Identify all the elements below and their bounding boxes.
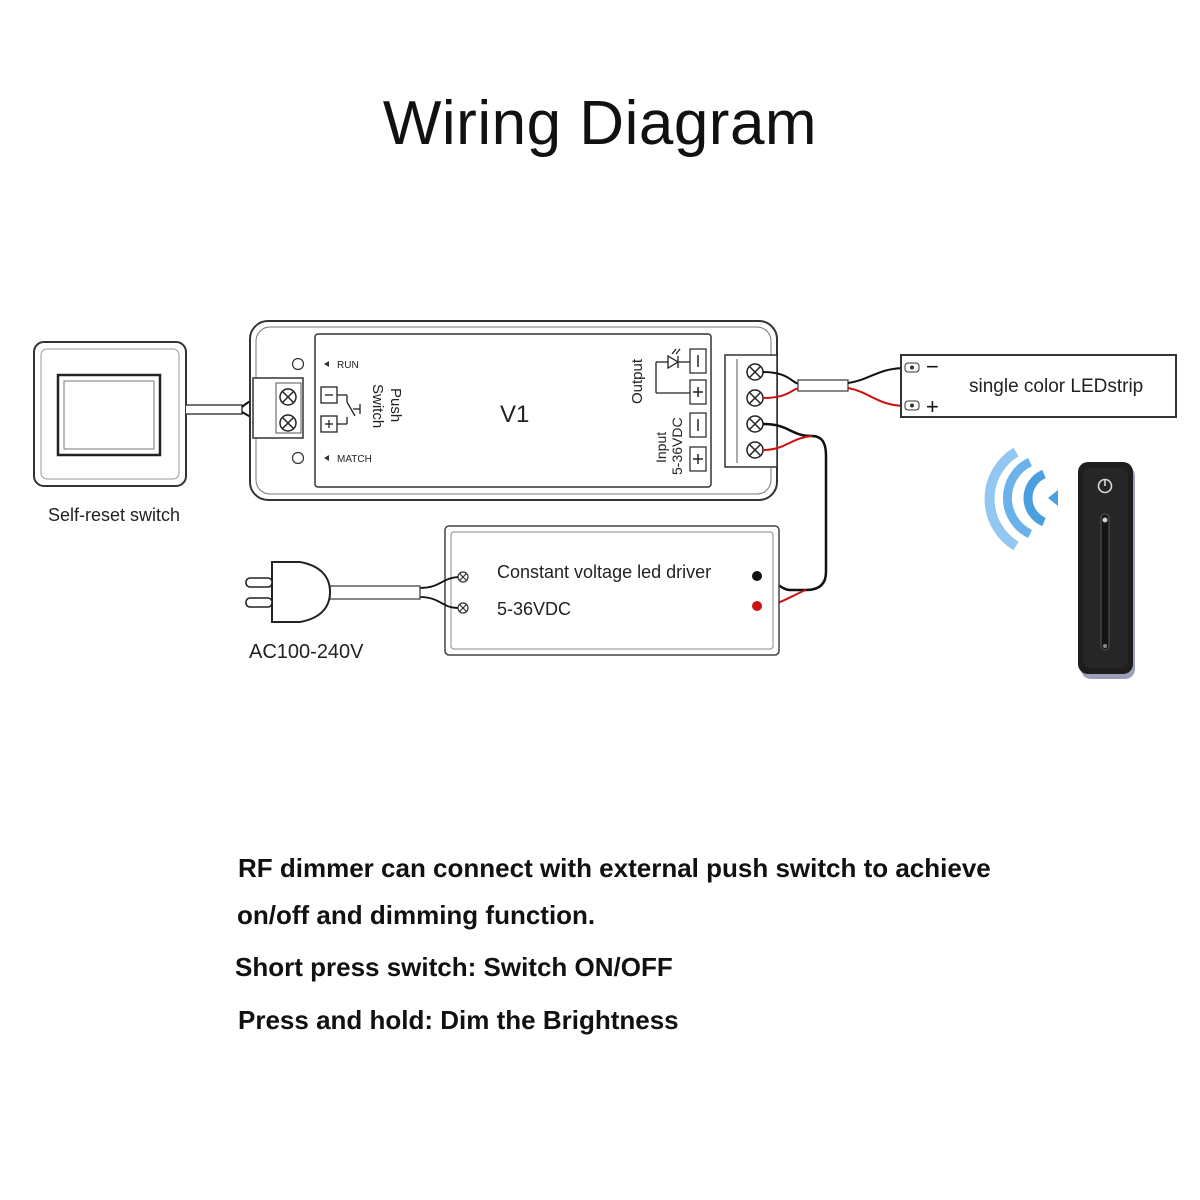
driver-positive-terminal-icon: [752, 601, 762, 611]
controller-name: V1: [500, 401, 529, 428]
note-line-1: RF dimmer can connect with external push…: [238, 853, 991, 883]
driver-negative-terminal-icon: [752, 571, 762, 581]
rf-signal-icon: [984, 447, 1058, 551]
driver-voltage: 5-36VDC: [497, 599, 571, 619]
led-strip: [900, 354, 1177, 418]
driver-input-terminal-icon: [457, 602, 469, 614]
terminal-screw-icon: [746, 441, 764, 459]
dimmer-slider-track: [1100, 513, 1110, 651]
input-label: Input: [653, 432, 669, 463]
led-strip-label: single color LEDstrip: [969, 376, 1143, 397]
push-label: Push: [387, 388, 404, 422]
strip-minus-label: −: [926, 354, 939, 379]
self-reset-switch: [33, 341, 187, 487]
terminal-screw-icon: [746, 389, 764, 407]
output-cable: [762, 367, 907, 407]
terminal-screw-icon: [746, 363, 764, 381]
terminal-screw-icon: [746, 415, 764, 433]
driver-name: Constant voltage led driver: [497, 562, 711, 582]
match-label: MATCH: [337, 454, 372, 465]
match-indicator-icon: [291, 451, 305, 465]
note-line-2: on/off and dimming function.: [237, 900, 596, 930]
terminal-screw-icon: [279, 388, 297, 406]
switch-label: Self-reset switch: [48, 505, 180, 525]
power-icon: [1097, 478, 1113, 494]
terminal-screw-icon: [279, 414, 297, 432]
ac-voltage-label: AC100-240V: [249, 641, 364, 663]
note-short-press: Short press switch: Switch ON/OFF: [235, 952, 673, 982]
led-driver: [444, 525, 780, 656]
led-diode-icon: [655, 348, 690, 394]
output-label: Output: [629, 358, 646, 404]
strip-plus-label: +: [926, 394, 939, 419]
note-press-hold: Press and hold: Dim the Brightness: [238, 1005, 679, 1035]
run-label: RUN: [337, 360, 359, 371]
ac-plug-icon: [245, 561, 459, 623]
page-title: Wiring Diagram: [382, 89, 818, 158]
push-switch-symbol-icon: [320, 386, 361, 433]
input-voltage-label: 5-36VDC: [669, 417, 685, 475]
rf-remote: [1078, 462, 1135, 679]
run-indicator-icon: [291, 357, 305, 371]
controller-v1: [249, 320, 778, 501]
driver-input-terminal-icon: [457, 571, 469, 583]
switch-word-label: Switch: [369, 384, 386, 428]
